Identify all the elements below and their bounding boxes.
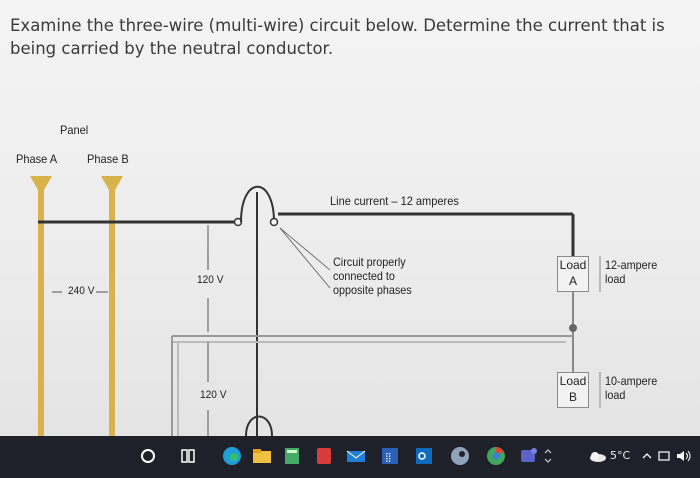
circuit-diagram: Panel Phase A Phase B 240 V 120 V 120 V …	[0, 110, 700, 436]
circuit-note-line-3: opposite phases	[333, 283, 412, 297]
phase-a-wire	[30, 176, 52, 436]
load-b-word: load	[605, 388, 626, 402]
document-page: Examine the three-wire (multi-wire) circ…	[0, 0, 700, 436]
pointer-line-1	[279, 227, 331, 271]
load-a-box: Load A	[557, 256, 589, 292]
circuit-note-line-1: Circuit properly	[333, 255, 406, 269]
question-text: Examine the three-wire (multi-wire) circ…	[10, 14, 670, 60]
voltage-120-top-label: 120 V	[197, 274, 224, 286]
circuit-note-line-2: connected to	[333, 269, 395, 283]
load-a-word: load	[605, 272, 626, 286]
weather-icon[interactable]	[586, 444, 610, 468]
neutral-node	[569, 324, 577, 332]
edge-icon[interactable]	[220, 444, 244, 468]
cortana-icon[interactable]	[136, 444, 160, 468]
word-icon[interactable]: ⣿	[378, 444, 402, 468]
question-line-2: being carried by the neutral conductor.	[10, 39, 334, 58]
phase-b-wire	[101, 176, 123, 436]
temperature-text[interactable]: 5°C	[610, 449, 631, 462]
load-a-description: 12-ampere load	[605, 258, 657, 286]
lower-arch	[245, 415, 273, 436]
load-b-description: 10-ampere load	[605, 374, 657, 402]
voltage-240-label: 240 V	[68, 285, 95, 297]
phase-b-label: Phase B	[87, 152, 129, 166]
load-a-amps: 12-ampere	[605, 258, 658, 272]
chrome-icon[interactable]	[484, 444, 508, 468]
phase-a-label: Phase A	[16, 152, 58, 166]
load-b-letter: B	[568, 390, 577, 404]
voltage-120-bottom-label: 120 V	[200, 389, 227, 401]
line-current-label: Line current – 12 amperes	[330, 194, 459, 208]
load-b-label: Load	[559, 374, 587, 388]
load-b-box: Load B	[557, 372, 589, 408]
circuit-drawing	[30, 176, 601, 436]
chevron-up-icon[interactable]	[640, 444, 654, 468]
outlook-icon[interactable]	[412, 444, 436, 468]
question-line-1: Examine the three-wire (multi-wire) circ…	[10, 16, 665, 35]
calculator-icon[interactable]	[280, 444, 304, 468]
load-a-letter: A	[568, 274, 577, 288]
task-view-icon[interactable]	[176, 444, 200, 468]
circuit-note: Circuit properly connected to opposite p…	[333, 255, 412, 297]
load-a-label: Load	[559, 258, 587, 272]
office-icon[interactable]	[312, 444, 336, 468]
taskbar: ⣿ 5°C	[0, 436, 700, 478]
svg-text:⣿: ⣿	[385, 452, 392, 463]
meet-icon[interactable]	[656, 444, 672, 468]
scroll-chevron-icon[interactable]	[542, 444, 554, 468]
mail-icon[interactable]	[344, 444, 368, 468]
file-explorer-icon[interactable]	[250, 444, 274, 468]
crossover-arc	[240, 185, 275, 223]
steam-icon[interactable]	[448, 444, 472, 468]
teams-icon[interactable]	[516, 444, 540, 468]
terminal-right	[269, 217, 279, 227]
speaker-icon[interactable]	[674, 444, 694, 468]
panel-label: Panel	[60, 123, 89, 137]
pointer-line-2	[279, 227, 331, 289]
load-b-amps: 10-ampere	[605, 374, 658, 388]
